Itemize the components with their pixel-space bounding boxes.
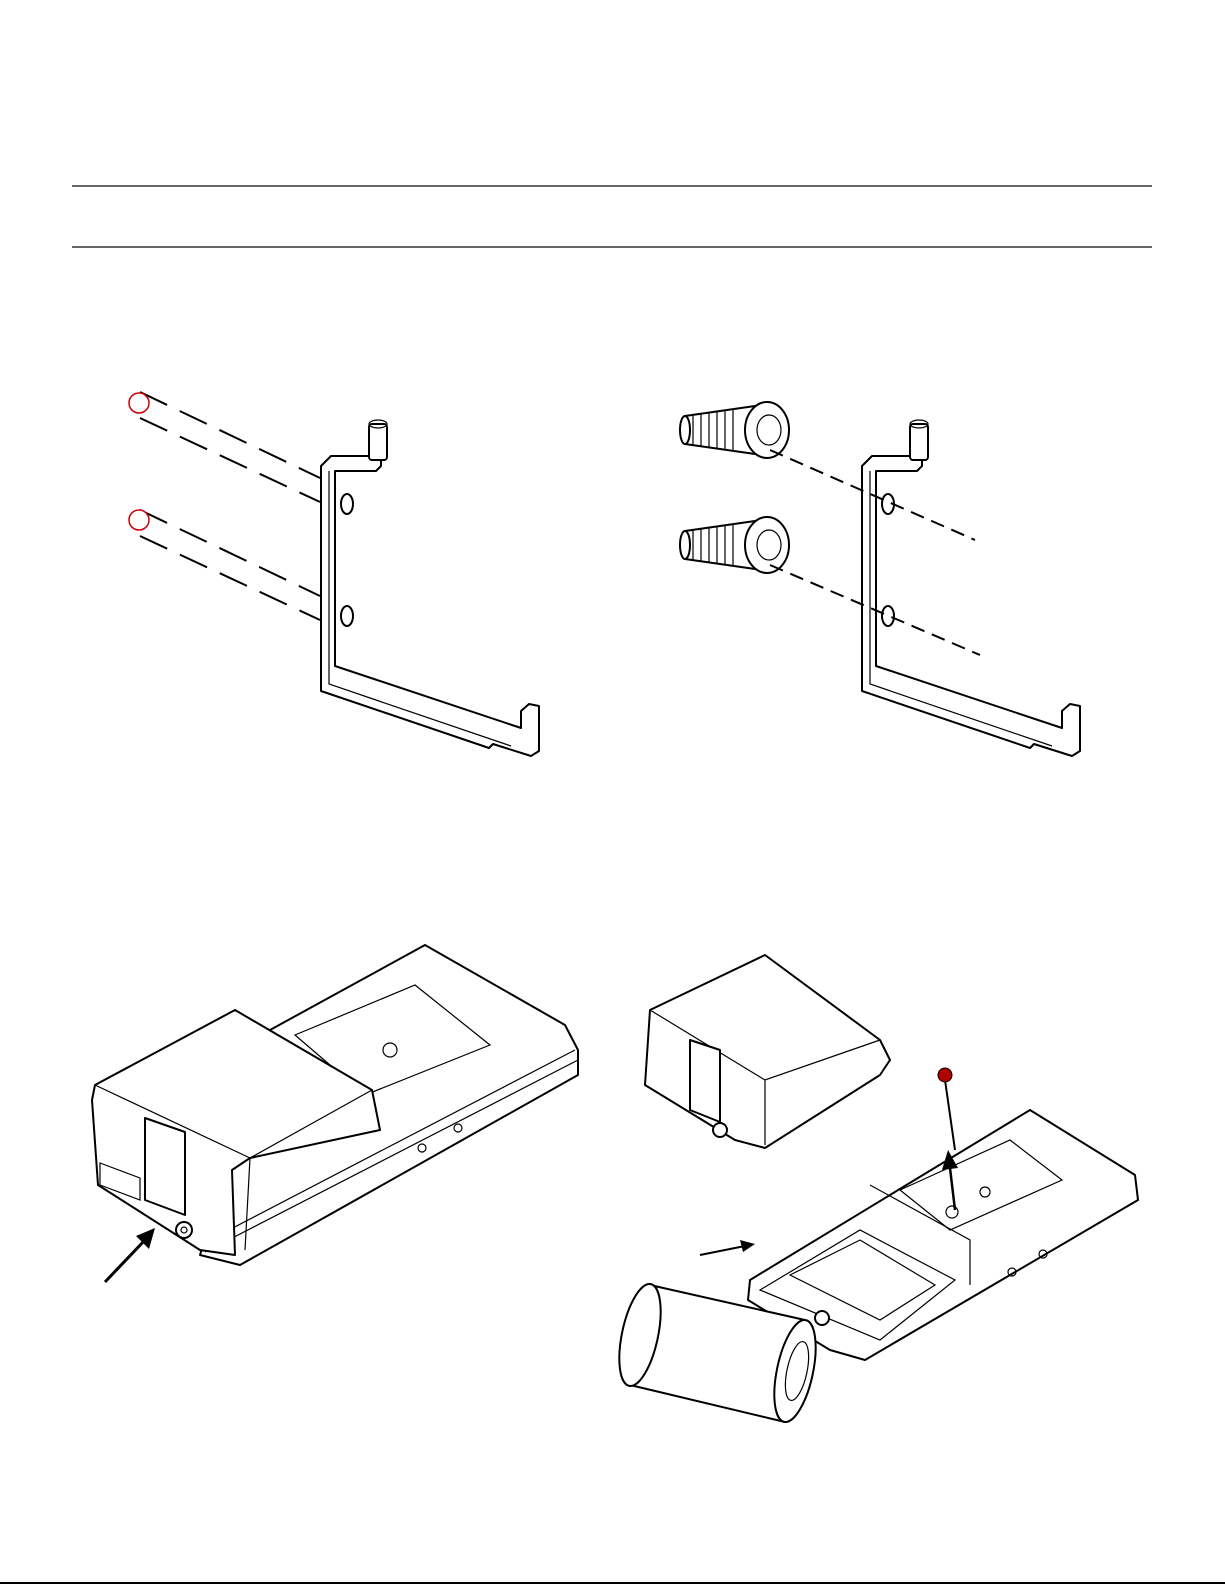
bracket-drill-marks-figure [128, 391, 540, 757]
pin-tool-icon [937, 1067, 956, 1151]
device-cover-release-figure [91, 944, 579, 1284]
footer-rule [0, 1582, 1225, 1584]
drill-mark-icon [128, 392, 150, 414]
header-rule-bottom [72, 246, 1152, 248]
arrow-icon [699, 1240, 755, 1256]
drill-mark-icon [128, 509, 150, 531]
bracket-anchors-figure [679, 401, 1081, 757]
arrow-icon [103, 1228, 155, 1284]
battery-icon [618, 1282, 817, 1424]
wall-anchor-icon [679, 516, 790, 574]
device-battery-install-figure [618, 954, 1139, 1424]
arrow-icon [942, 1150, 958, 1211]
header-rule-top [72, 185, 1152, 187]
bracket-icon [320, 419, 540, 757]
bracket-icon [861, 419, 1081, 757]
wall-anchor-icon [679, 401, 790, 459]
